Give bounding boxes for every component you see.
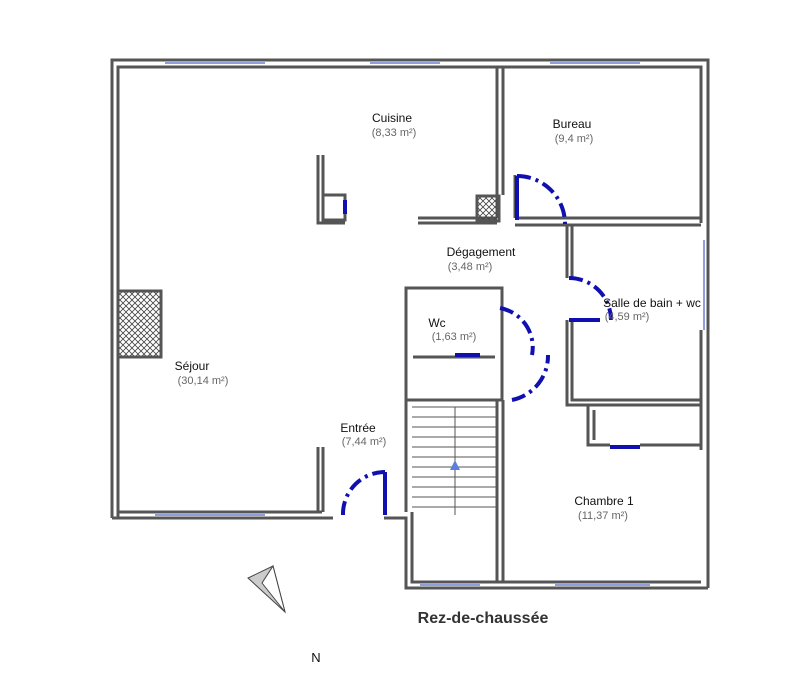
room-area: (30,14 m²) [178, 375, 229, 387]
room-name: Cuisine [372, 111, 412, 125]
doors [340, 174, 640, 516]
staircase [412, 406, 497, 515]
room-area: (1,63 m²) [432, 331, 477, 343]
room-name: Salle de bain + wc [603, 296, 701, 310]
north-label: N [311, 650, 320, 665]
room-area: (11,37 m²) [578, 510, 628, 522]
floor-title: Rez-de-chaussée [418, 610, 549, 627]
room-name: Séjour [175, 359, 210, 373]
duct-hatch [475, 194, 501, 223]
room-area: (3,48 m²) [448, 261, 493, 273]
north-arrow-icon [247, 564, 286, 614]
room-name: Dégagement [447, 245, 516, 259]
interior-walls [316, 67, 701, 582]
room-name: Wc [428, 316, 445, 330]
room-name: Entrée [340, 421, 376, 435]
chimney-hatch [116, 289, 163, 359]
room-name: Bureau [553, 117, 592, 131]
room-name: Chambre 1 [574, 494, 634, 508]
room-area: (4,59 m²) [605, 311, 650, 323]
stair-direction-icon [450, 460, 460, 470]
room-area: (7,44 m²) [342, 436, 387, 448]
room-area: (8,33 m²) [372, 127, 417, 139]
room-area: (9,4 m²) [555, 133, 594, 145]
room-labels: Cuisine (8,33 m²) Bureau (9,4 m²) Dégage… [175, 111, 701, 522]
